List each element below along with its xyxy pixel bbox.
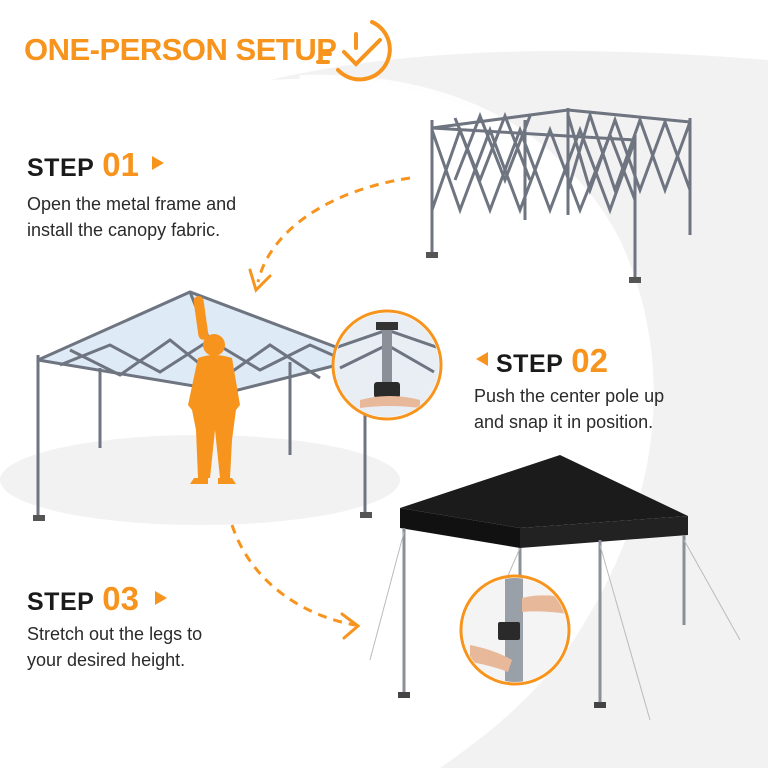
folded-frame-illustration xyxy=(430,108,692,280)
triangle-left-icon xyxy=(476,352,488,366)
triangle-right-icon xyxy=(155,591,167,605)
dashed-arrow-icon xyxy=(230,524,361,640)
step-label: STEP xyxy=(27,154,95,182)
step-02-description: Push the center pole up and snap it in p… xyxy=(474,383,754,435)
person-silhouette xyxy=(188,296,240,484)
frame-foot xyxy=(33,515,45,521)
page-title: ONE-PERSON SETUP xyxy=(24,32,337,67)
description-line: Open the metal frame and xyxy=(27,194,237,214)
frame-foot xyxy=(594,702,606,708)
step-01-description: Open the metal frame and install the can… xyxy=(27,191,307,243)
frame-foot xyxy=(629,277,641,283)
clock-check-icon xyxy=(316,20,392,82)
leg-adjust-detail-inset xyxy=(459,574,571,686)
description-line: install the canopy fabric. xyxy=(27,220,221,240)
frame-foot xyxy=(398,692,410,698)
step-number: 01 xyxy=(102,146,140,183)
center-pole-detail-inset xyxy=(331,309,443,421)
step-03-description: Stretch out the legs to your desired hei… xyxy=(27,621,307,673)
step-number: 03 xyxy=(102,580,140,617)
description-line: Push the center pole up xyxy=(474,386,665,406)
description-line: your desired height. xyxy=(27,650,186,670)
step-number: 02 xyxy=(571,342,609,379)
step-label: STEP xyxy=(27,588,95,616)
finished-canopy-illustration xyxy=(369,455,741,721)
step-label: STEP xyxy=(496,350,564,378)
triangle-right-icon xyxy=(152,156,164,170)
dashed-arrow-icon xyxy=(248,176,411,293)
description-line: Stretch out the legs to xyxy=(27,624,203,644)
frame-foot xyxy=(426,252,438,258)
background-swoosh xyxy=(270,51,768,768)
description-line: and snap it in position. xyxy=(474,412,654,432)
frame-foot xyxy=(360,512,372,518)
